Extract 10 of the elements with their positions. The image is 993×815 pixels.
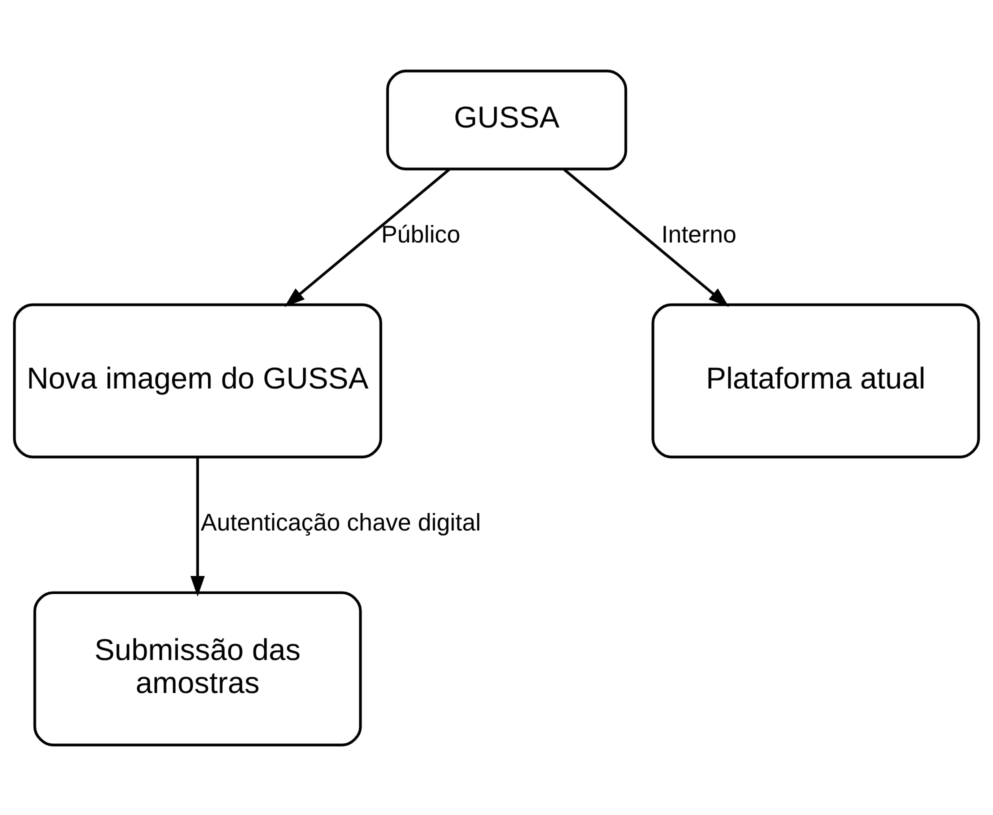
node-box: GUSSA xyxy=(386,69,628,170)
node-box: Nova imagem do GUSSA xyxy=(13,302,382,458)
arrow xyxy=(284,168,450,306)
edge-label: Autenticação chave digital xyxy=(200,509,481,536)
arrow xyxy=(563,168,729,306)
node-box: Plataforma atual xyxy=(652,302,980,458)
edge-label: Interno xyxy=(661,221,736,248)
node-box: Submissão das amostras xyxy=(33,590,362,746)
edge-label: Público xyxy=(381,221,460,248)
arrow xyxy=(190,456,205,596)
